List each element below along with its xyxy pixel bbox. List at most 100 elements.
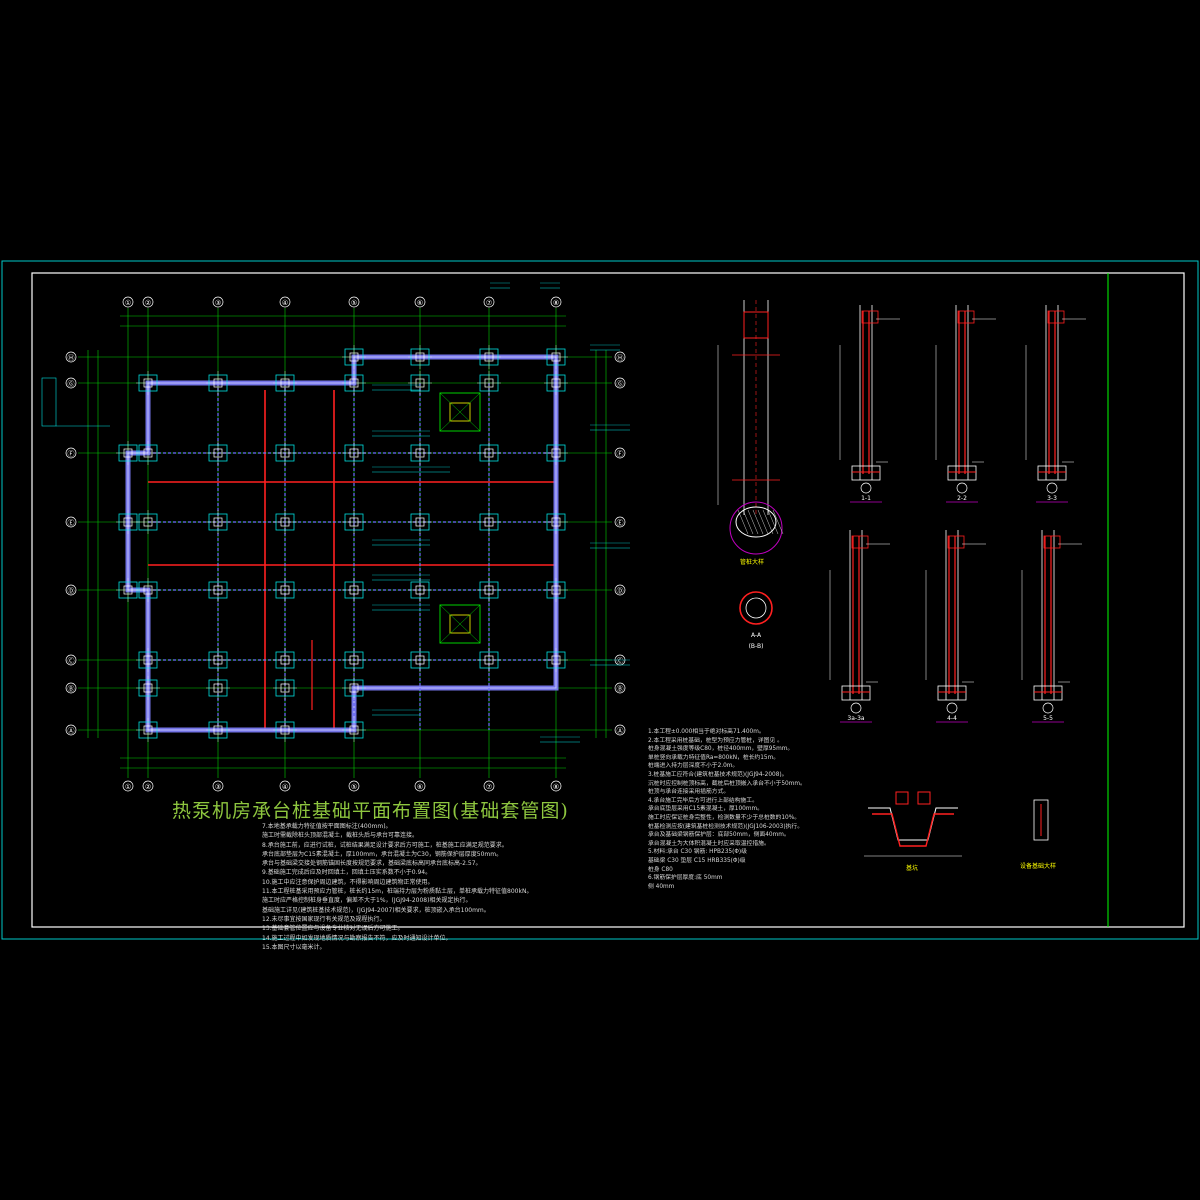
pile-circle	[850, 702, 862, 714]
column-top	[1047, 310, 1065, 324]
axis-bubble-right	[614, 447, 626, 459]
note-line: 13.基础套管位置应与设备专业核对无误后方可施工。	[262, 925, 404, 933]
section-label: 5-5	[1043, 715, 1053, 722]
note-line: 桩身混凝土强度等级C80，桩径400mm，壁厚95mm。	[648, 746, 794, 753]
axis-bubble-top	[348, 296, 360, 308]
axis-bubble-bottom	[142, 780, 154, 792]
column-top	[851, 535, 869, 549]
axis-label-bottom: ⑤	[351, 783, 357, 791]
note-line: 2.本工程采用桩基础，桩型为预应力管桩，详图见 。	[648, 737, 783, 744]
pile-circle	[1046, 482, 1058, 494]
axis-label-left: Ⓒ	[68, 657, 75, 665]
axis-label-bottom: ⑧	[553, 783, 559, 791]
axis-label-right: Ⓖ	[617, 380, 624, 388]
axis-bubble-top	[279, 296, 291, 308]
pile-circle	[946, 702, 958, 714]
general-notes-right: 1.本工程±0.000相当于绝对标高71.400m。 2.本工程采用桩基础，桩型为…	[648, 728, 838, 891]
pile-detail-label: 管桩大样	[740, 558, 764, 566]
note-line: 施工时需截除桩头顶部混凝土，截桩头后与承台可靠连接。	[262, 832, 419, 840]
note-line: 承台及基础梁钢筋保护层：底部50mm，侧面40mm。	[648, 832, 790, 839]
note-line: 桩身 C80	[648, 866, 673, 873]
axis-bubble-right	[614, 584, 626, 596]
note-line: 15.本图尺寸以毫米计。	[262, 943, 326, 951]
axis-label-left: Ⓕ	[68, 450, 75, 458]
axis-bubble-top	[122, 296, 134, 308]
axis-label-top: ⑥	[417, 299, 423, 307]
equipment-pit	[439, 392, 481, 432]
column-top	[947, 535, 965, 549]
sump-label: 设备基础大样	[1020, 862, 1056, 870]
column-footing	[947, 465, 977, 481]
note-line: 桩基检测应按(建筑基桩检测技术规范)(JGJ106-2003)执行。	[648, 823, 804, 830]
axis-label-left: Ⓓ	[68, 587, 75, 595]
note-line: 单桩竖向承载力特征值Ra=800kN，桩长约15m。	[648, 754, 780, 761]
pit-wall	[895, 791, 909, 805]
axis-label-top: ⑦	[486, 299, 492, 307]
column-footing	[1037, 465, 1067, 481]
section-1-1: 1-1	[839, 305, 900, 503]
axis-bubble-left	[65, 724, 77, 736]
section-5-5: 5-5	[1021, 530, 1082, 723]
equipment-pit-inner	[449, 402, 471, 422]
section-label: 3a-3a	[847, 715, 864, 722]
axis-bubble-top	[212, 296, 224, 308]
axis-bubble-bottom	[414, 780, 426, 792]
note-line: 桩顶与承台连接采用插筋方式。	[648, 789, 730, 796]
note-line: 桩端进入持力层深度不小于2.0m。	[648, 763, 739, 770]
pile-circle	[1042, 702, 1054, 714]
axis-bubble-right	[614, 682, 626, 694]
note-line: 14.施工过程中如发现地质情况与勘察报告不符，应及时通知设计单位。	[262, 934, 452, 942]
note-line: 承台混凝土为大体积混凝土时应采取温控措施。	[648, 840, 770, 847]
axis-label-left: Ⓗ	[68, 354, 75, 362]
axis-label-left: Ⓔ	[68, 519, 75, 527]
pile-tip-hatch	[757, 509, 769, 535]
pit-rebar	[872, 813, 954, 847]
axis-label-bottom: ⑦	[486, 783, 492, 791]
axis-label-right: Ⓑ	[617, 685, 624, 693]
axis-bubble-bottom	[279, 780, 291, 792]
pit-diagonal	[439, 604, 481, 644]
note-line: 承台底部垫层为C15素混凝土，厚100mm，承台混凝土为C30，钢筋保护层厚度5…	[262, 850, 503, 858]
note-line: 基础梁 C30 垫层 C15 HRB335(Φ)级	[648, 857, 746, 864]
pile-tip-hatch	[762, 509, 774, 535]
pile-tip-hatch	[737, 509, 749, 535]
axis-label-right: Ⓔ	[617, 519, 624, 527]
equipment-pit	[439, 604, 481, 644]
pile-tip-hatch	[742, 509, 754, 535]
pile-section-label: (B-B)	[749, 643, 764, 650]
column-top	[861, 310, 879, 324]
axis-label-right: Ⓕ	[617, 450, 624, 458]
axis-bubble-top	[414, 296, 426, 308]
note-line: 9.基础施工完成后应及时回填土，回填土压实系数不小于0.94。	[262, 869, 432, 877]
axis-label-top: ②	[145, 299, 151, 307]
axis-bubble-top	[483, 296, 495, 308]
note-line: 3.桩基施工应符合(建筑桩基技术规范)(JGJ94-2008)。	[648, 771, 788, 778]
pit-label: 基坑	[906, 864, 918, 872]
pile-tip-hatch	[767, 509, 779, 535]
note-line: 10.施工中应注意保护周边建筑，不得影响周边建筑物正常使用。	[262, 878, 434, 886]
axis-label-top: ⑧	[553, 299, 559, 307]
note-line: 承台底垫层采用C15素混凝土，厚100mm。	[648, 806, 763, 813]
pile-tip-hatch	[747, 509, 759, 535]
column-footing	[937, 685, 967, 701]
axis-label-bottom: ③	[215, 783, 221, 791]
note-line: 1.本工程±0.000相当于绝对标高71.400m。	[648, 729, 765, 735]
axis-label-bottom: ⑥	[417, 783, 423, 791]
pile-section-ring	[739, 591, 773, 625]
column-footing	[1033, 685, 1063, 701]
axis-label-right: Ⓗ	[617, 354, 624, 362]
axis-bubble-right	[614, 351, 626, 363]
note-line: 基础施工详见(建筑桩基技术规范)，(JGJ94-2007)相关要求，桩顶嵌入承台…	[262, 906, 490, 914]
section-3-3: 3-3	[1025, 305, 1086, 503]
pit-diagonal	[439, 392, 481, 432]
axis-label-right: Ⓓ	[617, 587, 624, 595]
pile-tip-hatch	[752, 509, 764, 535]
section-4-4: 4-4	[925, 530, 986, 723]
axis-bubble-left	[65, 654, 77, 666]
left-callout-box	[41, 377, 57, 427]
axis-bubble-left	[65, 351, 77, 363]
axis-bubble-right	[614, 516, 626, 528]
